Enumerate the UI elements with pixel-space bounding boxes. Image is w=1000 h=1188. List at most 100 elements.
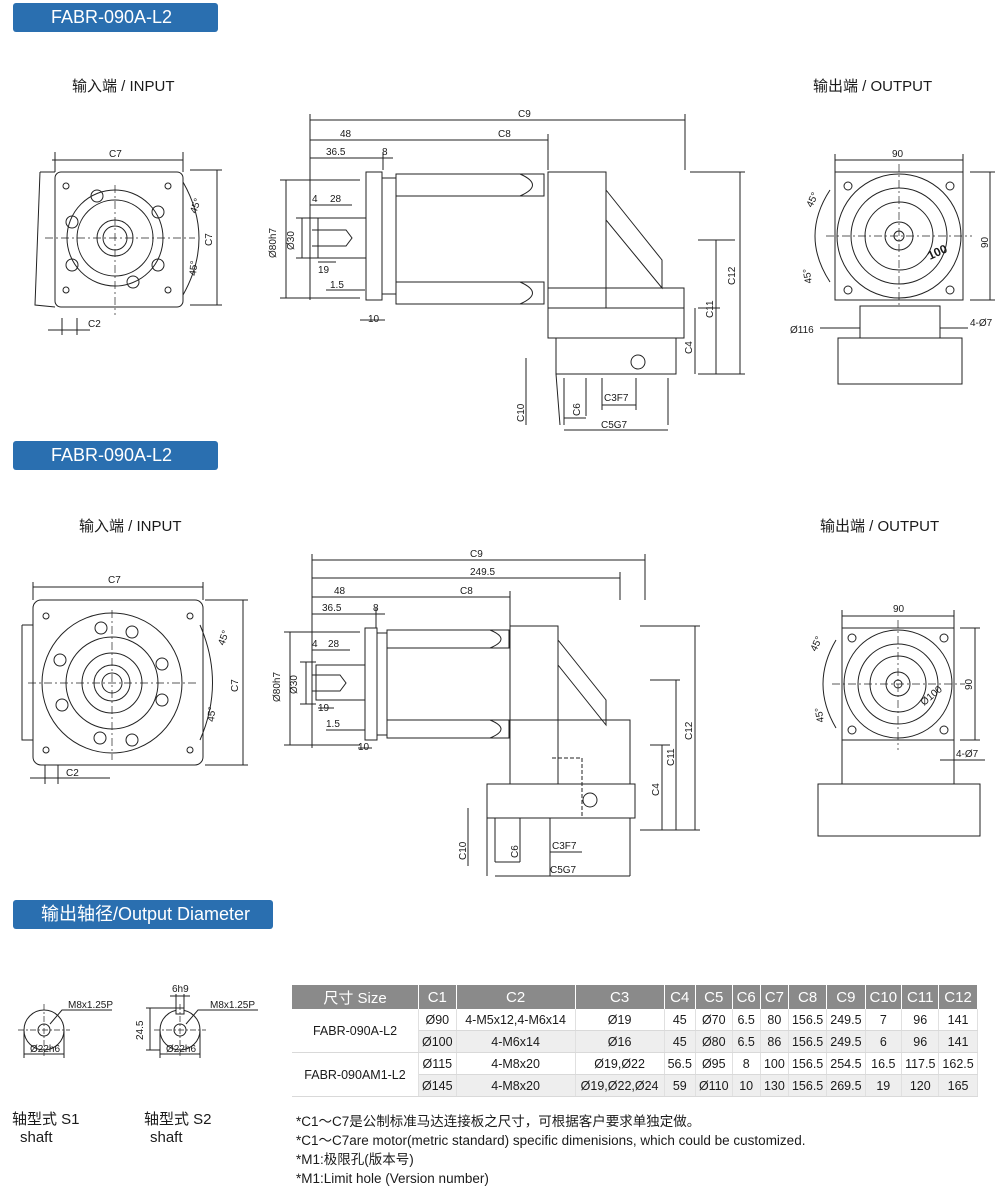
dim-30: Ø30: [286, 231, 297, 250]
dim-c9: C9: [518, 109, 531, 120]
table-cell: 269.5: [826, 1074, 866, 1097]
note-line: *C1～C7是公制标准马达连接板之尺寸，可根据客户要求单独定做。: [296, 1114, 701, 1129]
table-header: C6: [732, 985, 761, 1009]
table-cell: 162.5: [938, 1052, 978, 1075]
dim-out-45b: 45°: [813, 707, 826, 724]
input-flange-view: [21, 582, 248, 784]
dim-19: 19: [318, 265, 330, 276]
table-cell: 45: [664, 1030, 696, 1053]
table-cell: 6: [865, 1030, 903, 1053]
table-header: C7: [760, 985, 789, 1009]
dim-28: 28: [330, 194, 342, 205]
dim-8: 8: [373, 603, 379, 614]
table-row: FABR-090AM1-L2 Ø115 4-M8x20 Ø19,Ø22 56.5…: [292, 1052, 978, 1097]
dim-c7-side: C7: [230, 679, 241, 692]
table-cell: Ø70: [695, 1009, 733, 1031]
dim-28: 28: [328, 639, 340, 650]
dim-1-5: 1.5: [330, 280, 344, 291]
output-flange-view: [817, 610, 985, 837]
dim-c12: C12: [684, 721, 695, 740]
table-header: C8: [788, 985, 828, 1009]
section-title-tag: 输出轴径/Output Diameter: [13, 900, 273, 929]
section-title-tag: FABR-090A-L2: [13, 3, 218, 32]
dim-48: 48: [334, 586, 346, 597]
table-header: C12: [938, 985, 978, 1009]
dim-c6: C6: [572, 403, 583, 416]
dim-out-116: Ø116: [790, 325, 814, 336]
dim-10: 10: [368, 314, 380, 325]
table-cell: Ø16: [575, 1030, 665, 1053]
note-line: *M1:Limit hole (Version number): [296, 1171, 489, 1186]
dim-c2: C2: [88, 319, 101, 330]
notes: *C1～C7是公制标准马达连接板之尺寸，可根据客户要求单独定做。 *C1～C7a…: [296, 1112, 805, 1188]
table-cell: 249.5: [826, 1009, 866, 1031]
shaft-s1-name: 轴型式 S1: [12, 1111, 80, 1128]
dim-4: 4: [312, 639, 318, 650]
dimension-table: 尺寸 Size C1 C2 C3 C4 C5 C6 C7 C8 C9 C10 C…: [292, 985, 978, 1097]
table-cell: Ø145: [418, 1074, 457, 1097]
table-cell: 6.5: [732, 1009, 761, 1031]
dim-c10: C10: [516, 403, 527, 422]
table-cell: 10: [732, 1074, 761, 1097]
dim-c3f7: C3F7: [604, 393, 629, 404]
table-cell: 7: [865, 1009, 903, 1031]
table-cell: 96: [901, 1030, 940, 1053]
dim-10: 10: [358, 742, 370, 753]
dim-c4: C4: [651, 783, 662, 796]
table-cell: 156.5: [788, 1074, 828, 1097]
note-line: *C1～C7are motor(metric standard) specifi…: [296, 1133, 806, 1148]
dim-48: 48: [340, 129, 352, 140]
dim-out-90: 90: [892, 149, 904, 160]
dim-out-90-side: 90: [980, 236, 991, 248]
table-header: 尺寸 Size: [292, 985, 419, 1009]
table-cell: 80: [760, 1009, 789, 1031]
dim-c7-top: C7: [109, 149, 122, 160]
dim-80h7: Ø80h7: [268, 228, 279, 258]
dim-c4: C4: [684, 341, 695, 354]
table-cell: Ø19,Ø22,Ø24: [575, 1074, 665, 1097]
dim-out-45a: 45°: [809, 635, 825, 653]
table-model-cell: FABR-090AM1-L2: [292, 1052, 419, 1097]
table-cell: 117.5: [901, 1052, 940, 1075]
table-header: C3: [575, 985, 665, 1009]
table-cell: 56.5: [664, 1052, 696, 1075]
dim-out-45b: 45°: [801, 268, 814, 285]
table-cell: Ø100: [418, 1030, 457, 1053]
table-header-row: 尺寸 Size C1 C2 C3 C4 C5 C6 C7 C8 C9 C10 C…: [292, 985, 978, 1009]
output-label: 输出端 / OUTPUT: [813, 78, 933, 95]
dim-36-5: 36.5: [326, 147, 346, 158]
table-header: C9: [826, 985, 866, 1009]
table-header: C2: [456, 985, 576, 1009]
table-cell: Ø90: [418, 1009, 457, 1031]
dim-c9: C9: [470, 549, 483, 560]
input-flange-view: [34, 152, 222, 335]
shaft-s1-drawing: [18, 1004, 112, 1058]
shaft-s2-diameter: Ø22h6: [166, 1044, 196, 1055]
table-model-cell: FABR-090A-L2: [292, 1009, 419, 1053]
input-label: 输入端 / INPUT: [72, 78, 175, 95]
shaft-s2-drawing: [146, 994, 258, 1058]
table-cell: 4-M8x20: [456, 1074, 576, 1097]
table-header: C5: [695, 985, 733, 1009]
table-cell: 6.5: [732, 1030, 761, 1053]
shaft-s1-thread: M8x1.25P: [68, 1000, 113, 1011]
table-cell: 141: [938, 1030, 978, 1053]
shaft-s2-name-en: shaft: [150, 1129, 183, 1146]
dim-c11: C11: [666, 748, 677, 766]
table-cell: 156.5: [788, 1030, 828, 1053]
dim-30: Ø30: [289, 675, 300, 694]
table-cell: 254.5: [826, 1052, 866, 1075]
shaft-s1-name-en: shaft: [20, 1129, 53, 1146]
section-title: FABR-090A-L2: [51, 445, 173, 465]
table-cell: 4-M5x12,4-M6x14: [456, 1009, 576, 1031]
table-cell: 96: [901, 1009, 940, 1031]
dim-19: 19: [318, 703, 330, 714]
dim-8: 8: [382, 147, 388, 158]
table-cell: 120: [901, 1074, 940, 1097]
dim-c11: C11: [705, 300, 716, 318]
dim-angle-a: 45°: [188, 197, 204, 215]
drawing-section-1: C7 45° 45° C7 C2 C9 48 C8 36.5 8 Ø80h7 Ø…: [34, 109, 995, 431]
table-cell: 165: [938, 1074, 978, 1097]
dim-c3f7: C3F7: [552, 841, 577, 852]
table-cell: 45: [664, 1009, 696, 1031]
